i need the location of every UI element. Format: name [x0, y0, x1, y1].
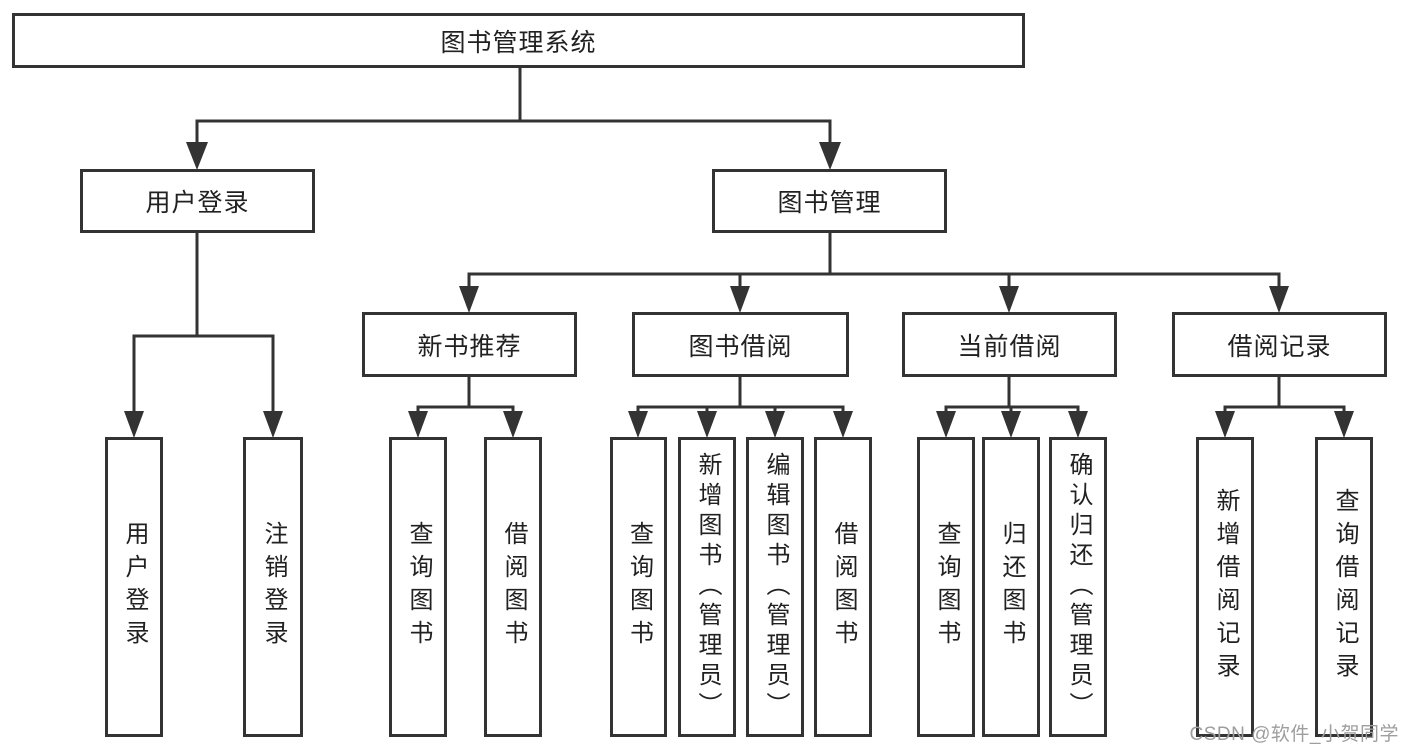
leaf-borrow-books: 借阅图书: [814, 437, 872, 737]
node-library-management-system: 图书管理系统: [12, 13, 1025, 68]
leaf-add-borrow-record: 新增借阅记录: [1196, 437, 1254, 737]
leaf-user-login: 用户登录: [105, 437, 163, 737]
csdn-watermark: CSDN @软件_小贺同学: [1189, 724, 1399, 745]
leaf-add-books-admin: 新增图书（管理员）: [678, 437, 736, 737]
node-book-borrowing: 图书借阅: [632, 312, 849, 377]
leaf-query-books-current: 查询图书: [917, 437, 975, 737]
node-borrowing-records: 借阅记录: [1172, 312, 1387, 377]
leaf-logout: 注销登录: [243, 437, 303, 737]
node-current-borrowing: 当前借阅: [902, 312, 1117, 377]
leaf-edit-books-admin: 编辑图书（管理员）: [746, 437, 804, 737]
leaf-query-books-recommend: 查询图书: [389, 437, 447, 737]
node-book-management: 图书管理: [712, 169, 947, 233]
leaf-confirm-return-admin: 确认归还（管理员）: [1049, 437, 1107, 737]
leaf-query-books-borrow: 查询图书: [610, 437, 667, 737]
node-new-book-recommendation: 新书推荐: [362, 312, 577, 377]
leaf-return-books: 归还图书: [982, 437, 1040, 737]
leaf-query-borrow-record: 查询借阅记录: [1315, 437, 1373, 737]
leaf-borrow-books-recommend: 借阅图书: [484, 437, 542, 737]
node-user-login: 用户登录: [80, 169, 315, 233]
